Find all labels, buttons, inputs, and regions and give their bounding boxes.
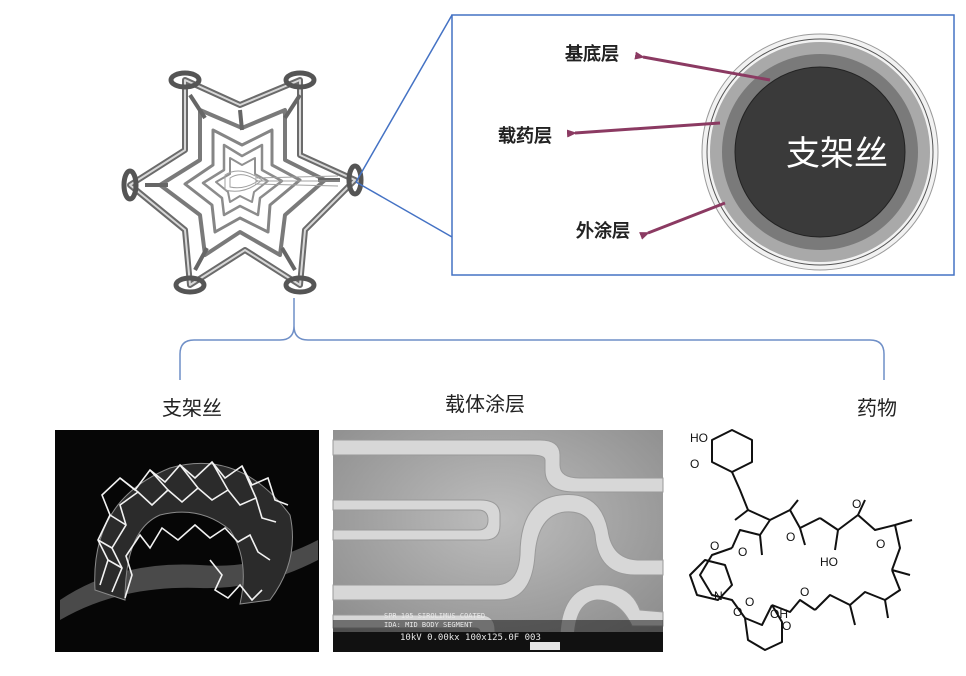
cross-section-frame [451,14,955,276]
atom-o-ketone-2: O [876,537,885,551]
carrier-coating-label: 载体涂层 [445,392,525,416]
atom-o-methoxy-mid: O [852,497,861,511]
component-bracket [179,298,885,380]
stent-end-view [121,70,364,295]
drug-layer-label: 载药层 [498,126,552,147]
sem-photo [332,430,664,652]
sem-caption-line-1: SPR 105 SIROLIMUS COATED [384,612,486,620]
atom-ho-top: HO [690,431,708,445]
core-strut [734,66,906,238]
atom-o-ring: O [782,619,791,633]
zoom-callout [355,14,955,276]
atom-o-ester-2: O [738,545,747,559]
arrow-drug-layer [566,121,721,138]
molecule-atom-labels: HO O O O HO O O O N O O OH O O [690,431,885,633]
atom-o-amide-2: O [745,595,754,609]
sirolimus-structure [689,429,913,651]
stent-photo [55,430,319,652]
atom-oh-hemiketal: OH [770,607,788,621]
atom-o-methoxy-bottom: O [800,585,809,599]
atom-o-amide-1: O [733,605,742,619]
arrow-outer-coating [639,201,726,240]
atom-ho-mid: HO [820,555,838,569]
base-layer-label: 基底层 [565,44,619,65]
sem-caption-line-3: 10kV 0.00kx 100x125.0F 003 [400,633,541,643]
outer-coating-label: 外涂层 [576,221,630,242]
drug-label: 药物 [857,396,897,420]
strut-label: 支架丝 [162,396,222,420]
atom-o-methoxy-top: O [690,457,699,471]
sem-caption-line-2: IDA: MID BODY SEGMENT [384,621,473,629]
cross-section [701,33,939,271]
layer-arrows [566,51,771,240]
atom-o-ketone-1: O [786,530,795,544]
atom-o-ester-1: O [710,539,719,553]
atom-n: N [714,589,723,603]
arrow-base-layer [634,51,771,82]
core-label: 支架丝 [786,134,888,174]
